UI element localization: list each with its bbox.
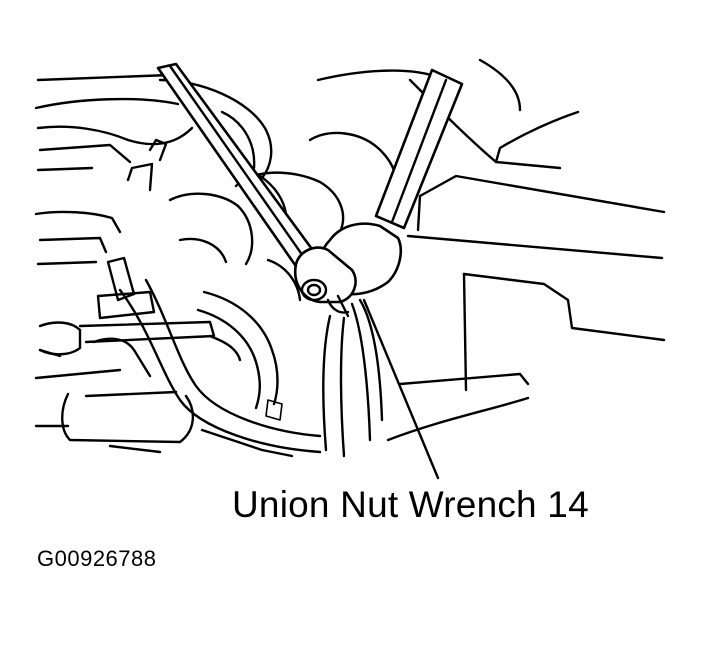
- engine-lower-left: [34, 256, 294, 458]
- union-nut: [293, 246, 357, 318]
- figure-code: G00926788: [37, 546, 157, 571]
- callout-leader-line: [362, 298, 440, 480]
- union-nut-wrench-label: Union Nut Wrench 14: [232, 484, 589, 525]
- pipes: [118, 278, 384, 458]
